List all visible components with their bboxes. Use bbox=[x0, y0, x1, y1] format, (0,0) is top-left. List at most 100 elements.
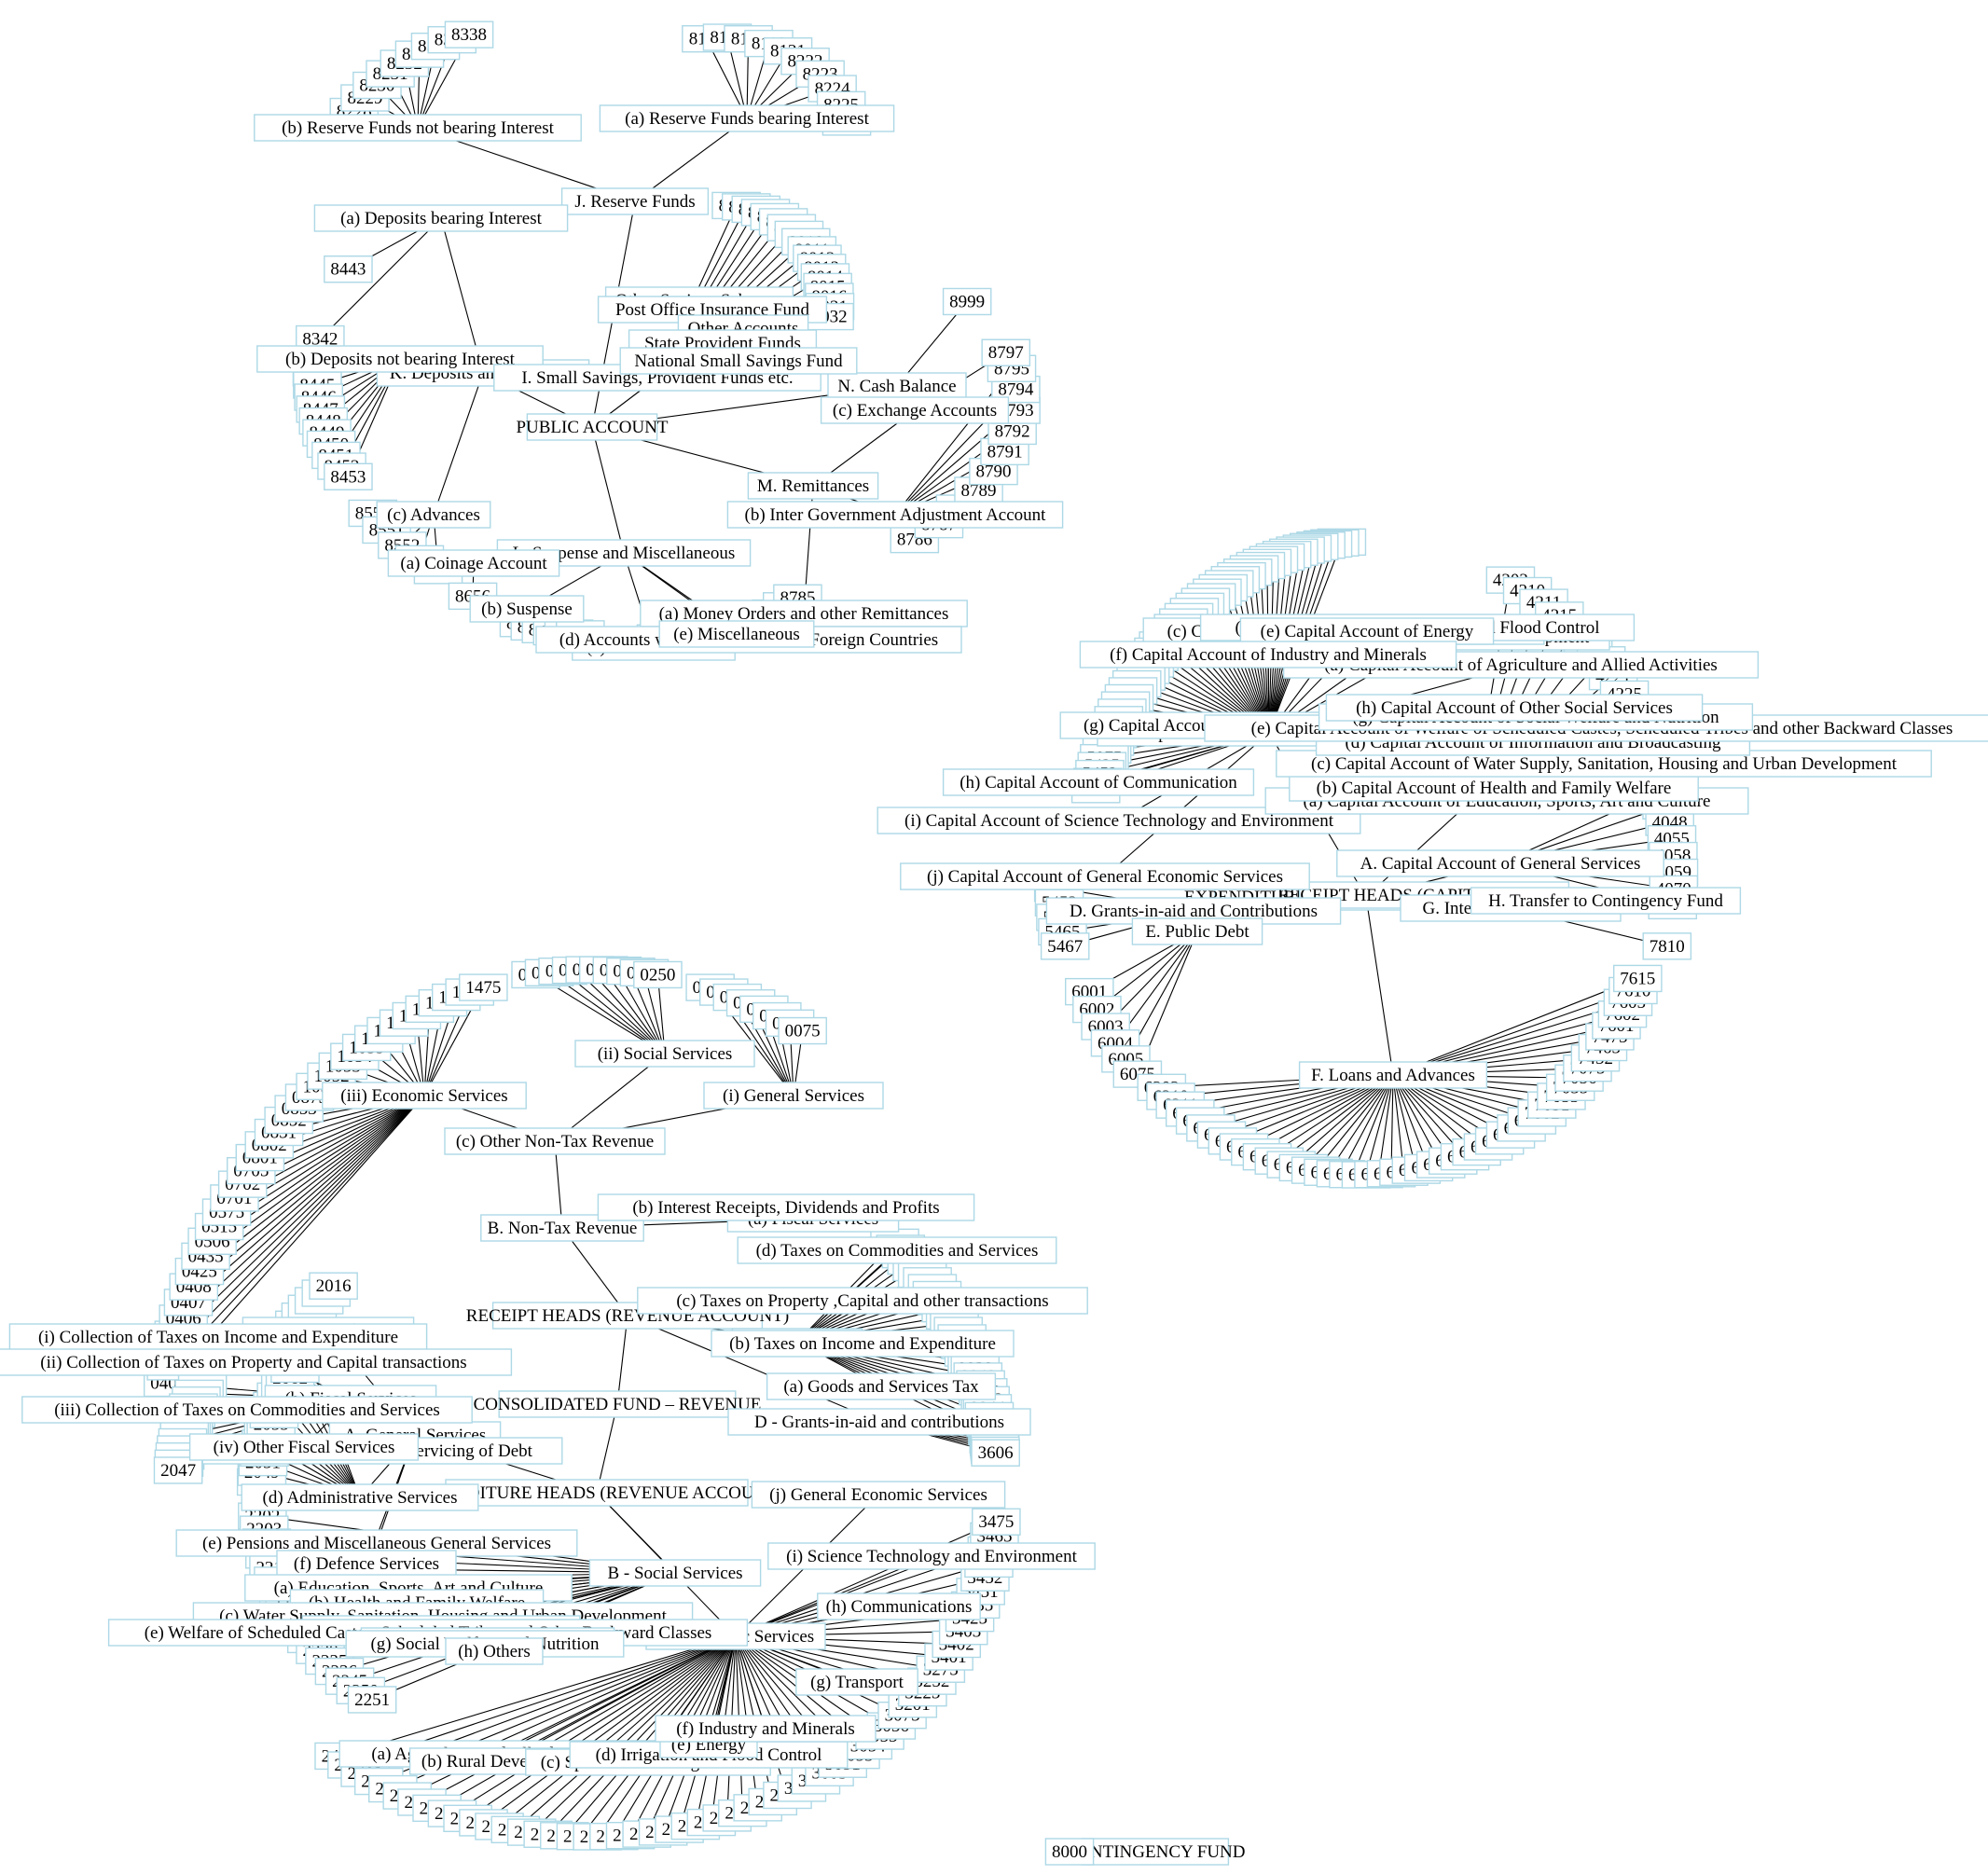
node-pa-lb-label: (b) Suspense bbox=[481, 600, 573, 619]
leaf-code-8792-label: 8792 bbox=[995, 421, 1030, 441]
leaf-edge-ntc_iii-0405 bbox=[178, 1095, 425, 1335]
leaf-edge-ntc_ii-0215 bbox=[575, 970, 666, 1055]
leaf-edge-ce_f-6404 bbox=[1303, 1074, 1394, 1168]
node-ta-a-label: (a) Goods and Services Tax bbox=[783, 1377, 979, 1397]
node-pa-mc: (c) Exchange Accounts bbox=[820, 396, 1010, 424]
node-pa-kb-label: (b) Deposits not bearing Interest bbox=[285, 350, 516, 369]
leaf-edge-er_c-2425 bbox=[467, 1635, 737, 1819]
node-pa-la-label: (a) Coinage Account bbox=[400, 554, 547, 573]
leaf-code-7615-box bbox=[1613, 964, 1663, 993]
leaf-code-7810-box bbox=[1642, 932, 1692, 960]
node-cont-code-label: 8000 bbox=[1052, 1842, 1087, 1862]
leaf-edge-ce_f-6506 bbox=[1377, 1074, 1394, 1175]
leaf-edge-ce_f-6405 bbox=[1315, 1074, 1394, 1171]
node-cb-h: (h) Capital Account of Other Social Serv… bbox=[1325, 694, 1704, 722]
leaf-code-2016: 2016 bbox=[309, 1272, 358, 1300]
node-pa-label: PUBLIC ACCOUNT bbox=[516, 418, 668, 437]
leaf-code-1475-box bbox=[459, 973, 508, 1001]
leaf-edge-er_c-2505 bbox=[515, 1635, 737, 1830]
leaf-code-2047: 2047 bbox=[153, 1456, 203, 1484]
node-rr-d: D - Grants-in-aid and contributions bbox=[727, 1408, 1031, 1436]
node-ga-d-label: (d) Administrative Services bbox=[263, 1488, 458, 1508]
leaf-edge-er_c-3475 bbox=[735, 1521, 997, 1637]
leaf-code-8338-box bbox=[444, 21, 494, 48]
node-ntc-iii: (iii) Economic Services bbox=[322, 1082, 527, 1110]
leaf-edge-ntc_iii-0425 bbox=[199, 1095, 425, 1273]
node-cc-e: (e) Capital Account of Energy bbox=[1239, 617, 1495, 645]
leaf-code-1475: 1475 bbox=[459, 973, 508, 1001]
leaf-edge-er_c-2401 bbox=[338, 1635, 737, 1757]
node-ec-g-label: (g) Transport bbox=[810, 1673, 904, 1692]
node-ce-h-label: H. Transfer to Contingency Fund bbox=[1488, 891, 1723, 911]
node-ec-h-label: (h) Communications bbox=[826, 1597, 973, 1617]
leaf-code-0075-label: 0075 bbox=[785, 1022, 821, 1041]
node-er-b-label: B - Social Services bbox=[607, 1564, 742, 1583]
node-pa-n: N. Cash Balance bbox=[827, 372, 967, 400]
node-ce-h: H. Transfer to Contingency Fund bbox=[1470, 887, 1742, 915]
node-pa-kc-label: (c) Advances bbox=[387, 505, 480, 525]
leaf-code-2016-label: 2016 bbox=[316, 1276, 352, 1296]
leaf-edge-er_c-2435 bbox=[483, 1635, 737, 1824]
node-ta-b-label: (b) Taxes on Income and Expenditure bbox=[729, 1334, 996, 1354]
node-pa-mb-label: (b) Inter Government Adjustment Account bbox=[745, 505, 1047, 525]
node-ec-i: (i) Science Technology and Environment bbox=[767, 1542, 1096, 1570]
leaf-code-2251: 2251 bbox=[347, 1686, 397, 1714]
leaf-code-8453: 8453 bbox=[324, 462, 373, 490]
node-nt-b-label: (b) Interest Receipts, Dividends and Pro… bbox=[632, 1198, 939, 1218]
node-pa-nss-label: National Small Savings Fund bbox=[634, 352, 843, 371]
node-ec-f-label: (f) Industry and Minerals bbox=[676, 1719, 855, 1739]
node-er-b: B - Social Services bbox=[588, 1559, 762, 1587]
leaf-edge-er_c-2551 bbox=[547, 1635, 737, 1835]
node-pa-j: J. Reserve Funds bbox=[560, 187, 710, 215]
edge-pa_k-pa_kc bbox=[433, 372, 484, 516]
node-cb-h-label: (h) Capital Account of Other Social Serv… bbox=[1356, 698, 1673, 718]
node-fs-iii-label: (iii) Collection of Taxes on Commodities… bbox=[54, 1400, 440, 1420]
node-cf-label: CONSOLIDATED FUND – REVENUE bbox=[474, 1395, 762, 1414]
edge-rr-rr_d bbox=[627, 1315, 880, 1423]
node-ntc-iii-label: (iii) Economic Services bbox=[340, 1086, 507, 1106]
leaf-code-7615-label: 7615 bbox=[1620, 969, 1655, 988]
leaf-edge-ce_f-6505 bbox=[1365, 1074, 1394, 1176]
leaf-code-8797-label: 8797 bbox=[988, 343, 1024, 363]
node-fs-ii-label: (ii) Collection of Taxes on Property and… bbox=[40, 1353, 466, 1372]
node-ce-a: A. Capital Account of General Services bbox=[1336, 849, 1664, 877]
node-fs-i-label: (i) Collection of Taxes on Income and Ex… bbox=[38, 1328, 398, 1347]
node-ce-e-label: E. Public Debt bbox=[1145, 922, 1249, 942]
node-fs-iv-label: (iv) Other Fiscal Services bbox=[214, 1438, 395, 1457]
leaf-edge-ce_f-6702 bbox=[1392, 1074, 1405, 1173]
node-cb-c-label: (c) Capital Account of Water Supply, San… bbox=[1311, 754, 1898, 774]
leaf-code-8789-label: 8789 bbox=[961, 481, 997, 501]
leaf-code-8790-label: 8790 bbox=[975, 462, 1011, 482]
node-ec-j-label: (j) General Economic Services bbox=[769, 1485, 987, 1505]
node-ntc-i-label: (i) General Services bbox=[723, 1086, 864, 1106]
node-pa-nss: National Small Savings Fund bbox=[619, 347, 858, 375]
leaf-code-3475: 3475 bbox=[972, 1508, 1021, 1536]
node-ta-d-label: (d) Taxes on Commodities and Services bbox=[756, 1241, 1039, 1261]
leaf-code-8999: 8999 bbox=[942, 287, 992, 316]
leaf-code-7615: 7615 bbox=[1613, 964, 1663, 993]
node-pa-lb: (b) Suspense bbox=[469, 595, 585, 623]
leaf-edge-ntc_ii-0211 bbox=[562, 971, 666, 1055]
node-pa-ka: (a) Deposits bearing Interest bbox=[313, 204, 569, 232]
node-nt-c: (c) Other Non-Tax Revenue bbox=[444, 1127, 666, 1155]
leaf-edge-ntc_iii-0403 bbox=[171, 1095, 425, 1368]
node-rr-d-label: D - Grants-in-aid and contributions bbox=[754, 1413, 1004, 1432]
leaf-edge-er_c-2501 bbox=[499, 1635, 737, 1827]
node-pa-kc: (c) Advances bbox=[376, 501, 491, 529]
leaf-code-2047-label: 2047 bbox=[160, 1461, 196, 1481]
node-ec-g: (g) Transport bbox=[795, 1668, 918, 1696]
node-fs-iv: (iv) Other Fiscal Services bbox=[188, 1433, 420, 1461]
edge-cf-rr bbox=[616, 1315, 628, 1405]
node-cc-j-label: (j) Capital Account of General Economic … bbox=[927, 867, 1283, 887]
node-sb-h: (h) Others bbox=[445, 1637, 544, 1665]
node-ga-f: (f) Defence Services bbox=[276, 1550, 457, 1578]
edge-rr_b-nt_c bbox=[554, 1140, 563, 1229]
node-ec-j: (j) General Economic Services bbox=[751, 1481, 1006, 1509]
leaf-edge-ntc_iii-0404 bbox=[174, 1095, 425, 1351]
edge-cf-er bbox=[596, 1403, 618, 1494]
leaf-code-8342-label: 8342 bbox=[302, 330, 338, 350]
node-cc-j: (j) Capital Account of General Economic … bbox=[900, 862, 1310, 890]
leaf-code-2251-box bbox=[347, 1686, 397, 1714]
leaf-code-5467-box bbox=[1040, 932, 1090, 960]
node-ta-a: (a) Goods and Services Tax bbox=[766, 1372, 997, 1400]
